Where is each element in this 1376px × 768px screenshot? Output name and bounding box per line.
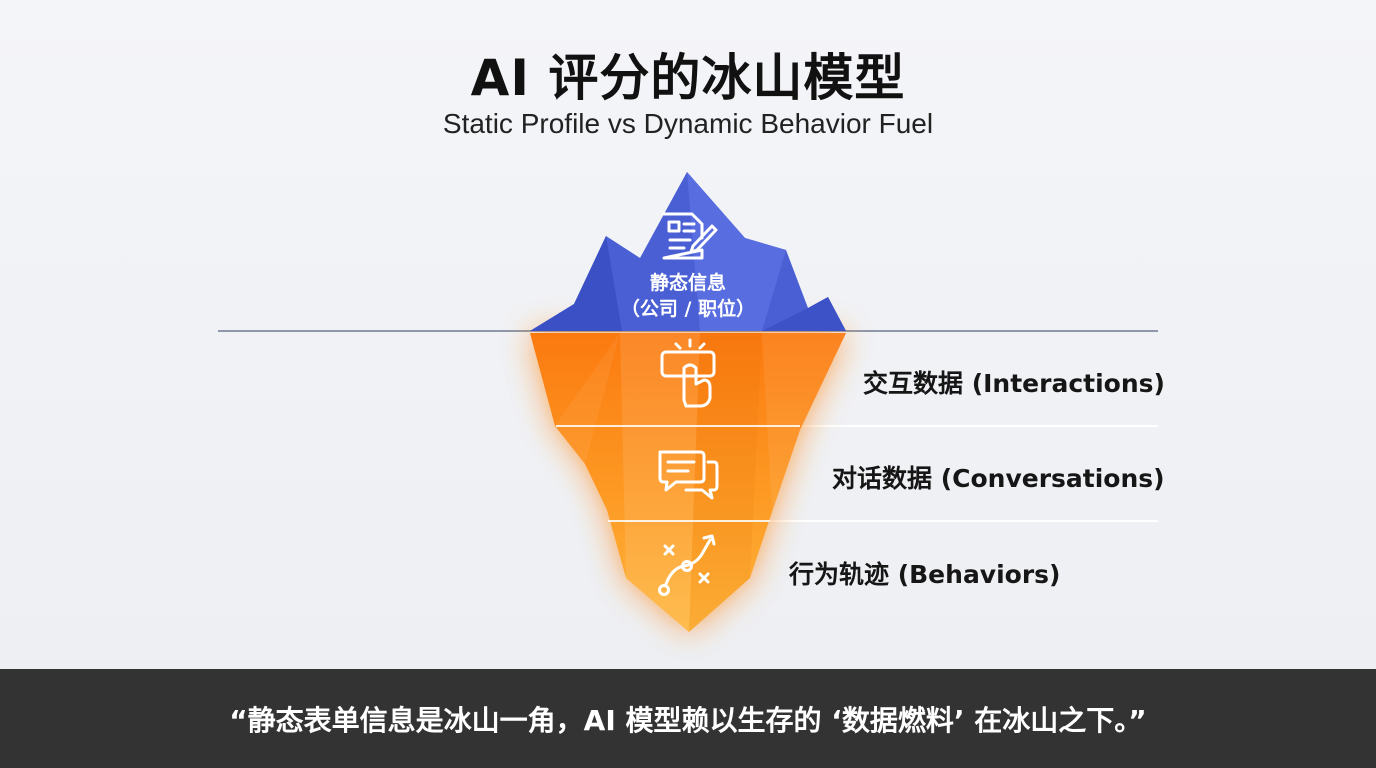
layer-label-interactions: 交互数据 (Interactions) [863,369,1165,398]
chat-bubbles-icon [658,450,719,500]
layer-label-behaviors: 行为轨迹 (Behaviors) [789,560,1061,589]
quote-banner: “静态表单信息是冰山一角，AI 模型赖以生存的 ‘数据燃料’ 在冰山之下。” [0,669,1376,768]
document-edit-icon [662,212,718,260]
page-subtitle: Static Profile vs Dynamic Behavior Fuel [442,108,934,139]
layer-label-conversations: 对话数据 (Conversations) [832,464,1165,493]
click-hand-icon [660,338,716,408]
tip-label: 静态信息 （公司 / 职位） [588,270,788,322]
quote-text: “静态表单信息是冰山一角，AI 模型赖以生存的 ‘数据燃料’ 在冰山之下。” [229,704,1147,737]
tip-label-line1: 静态信息 [649,272,726,294]
page-title: AI 评分的冰山模型 [470,49,906,107]
tip-label-line2: （公司 / 职位） [620,298,756,320]
path-trajectory-icon [658,534,716,596]
